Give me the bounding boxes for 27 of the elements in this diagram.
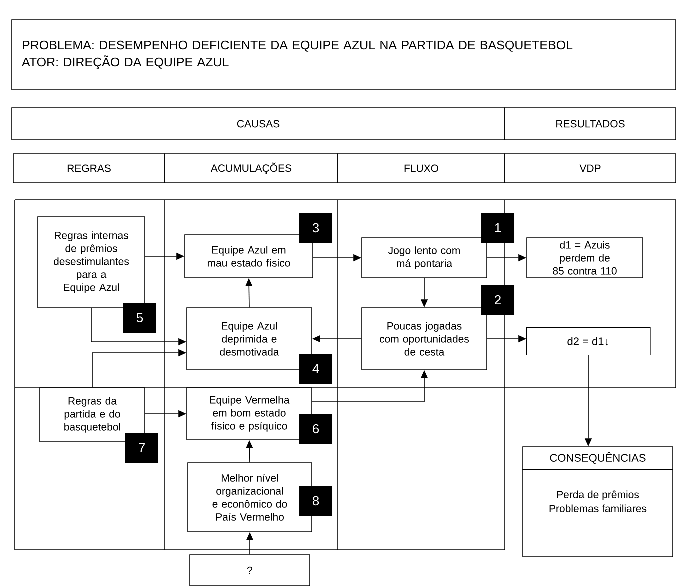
process-box: Equipe Vermelha em bom estado físico e psíquico [186, 388, 312, 440]
callout-number: 1 [482, 213, 514, 243]
result-box: d2 = d1↓ [526, 327, 651, 356]
column-header: CAUSAS [12, 108, 506, 140]
column-header: REGRAS [13, 154, 166, 184]
process-box: Equipe Azul em mau estado físico [184, 234, 314, 278]
column-header: RESULTADOS [504, 108, 676, 140]
callout-number: 8 [300, 486, 332, 516]
process-box: Poucas jogadas com oportunidades de cesta [362, 308, 488, 370]
process-box: Regras da partida e do basquetebol [40, 388, 146, 442]
process-box: Regras internas de prêmios desestimulantes para a Equipe Azul [38, 216, 146, 308]
process-box: Equipe Azul deprimida e desmotivada [186, 308, 312, 370]
process-box: d1 = Azuis perdem de 85 contra 110 [526, 238, 644, 278]
process-box: Melhor nível organizacional e econômico do País Vermelho [188, 462, 312, 532]
callout-number: 3 [300, 213, 332, 243]
callout-number: 2 [482, 285, 514, 315]
column-header: VDP [504, 154, 676, 184]
callout-number: 4 [300, 354, 332, 384]
consequences-box: CONSEQUÊNCIAS Perda de prêmios Problemas familiares [522, 446, 674, 558]
process-box: ? [190, 554, 310, 586]
callout-number: 7 [126, 433, 158, 463]
process-box: Jogo lento com má pontaria [362, 238, 488, 278]
problem-box: PROBLEMA: DESEMPENHO DEFICIENTE DA EQUIPE AZUL NA PARTIDA DE BASQUETEBOL ATOR: DIREÇÃO DA EQUIPE AZUL [12, 20, 676, 90]
callout-number: 6 [300, 414, 332, 444]
column-header: FLUXO [338, 154, 506, 184]
callout-number: 5 [124, 303, 156, 333]
column-header: ACUMULAÇÕES [164, 154, 338, 184]
